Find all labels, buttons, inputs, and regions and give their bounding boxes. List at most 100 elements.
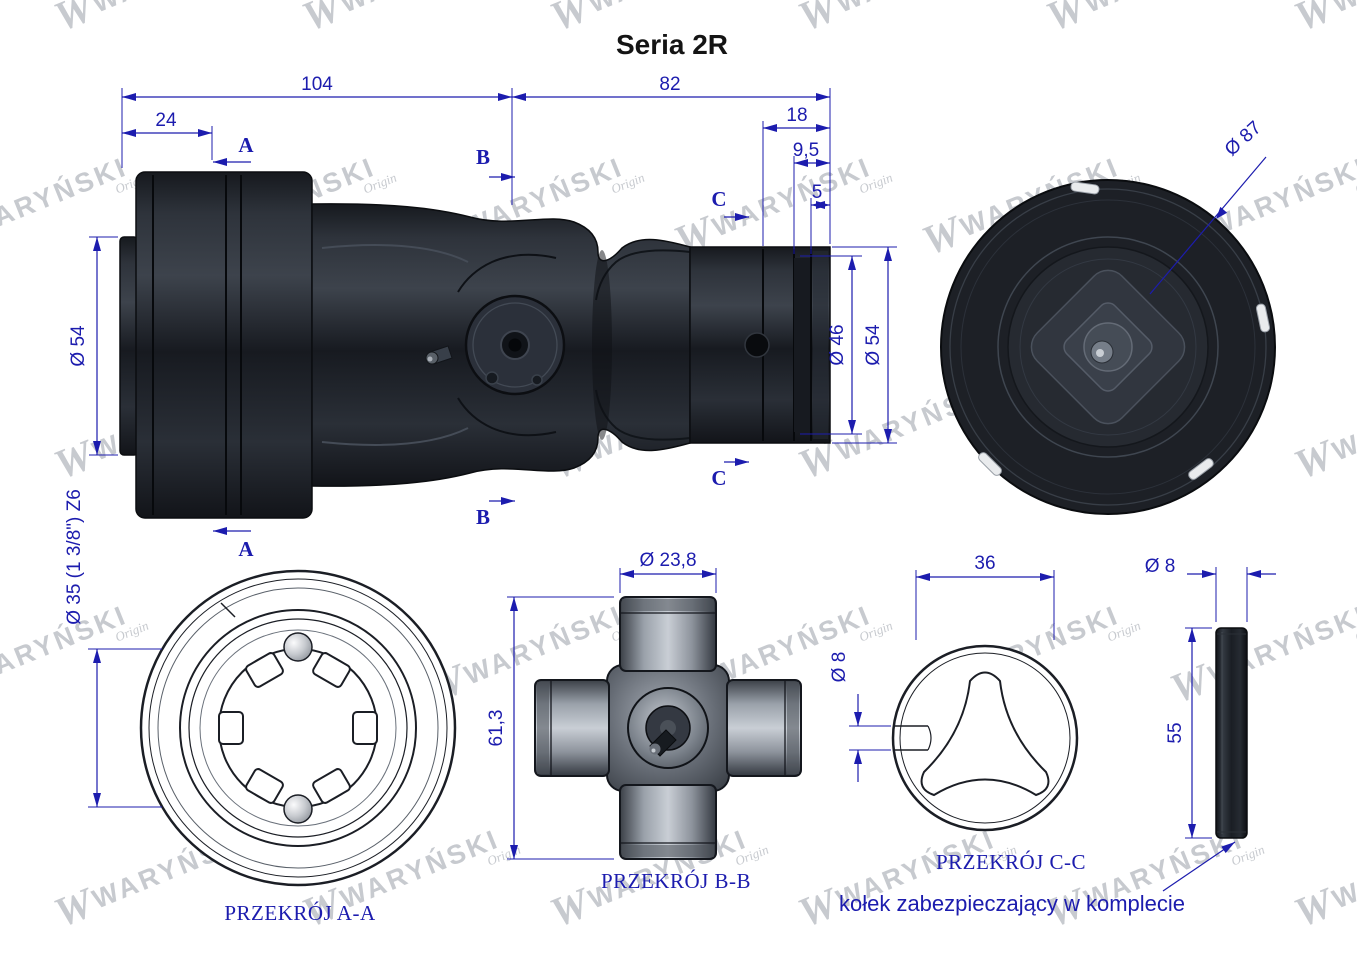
- watermark-text: WARYŃSKI: [832, 0, 1000, 19]
- dim-18: 18: [786, 105, 807, 126]
- pin-note: kołek zabezpieczający w komplecie: [839, 891, 1185, 916]
- dia87-leader: [1149, 156, 1267, 295]
- spline-tooth: [352, 711, 378, 745]
- dim-dia8-cc: Ø 8: [829, 652, 850, 683]
- dim-dia8-pin: Ø 8: [1145, 556, 1176, 577]
- spline-tooth: [312, 652, 351, 688]
- yoke-rib-bottom: [321, 427, 469, 446]
- dim-36: 36: [974, 553, 995, 574]
- watermark-text: Origin: [1353, 170, 1357, 197]
- grease-zerk-tip-front: [1096, 349, 1104, 357]
- dim-61-3: 61,3: [486, 710, 507, 747]
- side-view: [119, 171, 831, 519]
- yoke-arm-edge-bottom: [457, 397, 557, 437]
- tube-outer-ring: [899, 652, 1071, 824]
- front-view: [940, 179, 1276, 515]
- cup-cap-band: [537, 682, 549, 774]
- locking-ball-top: [283, 632, 313, 662]
- section-marker-a-top: A: [238, 133, 254, 157]
- dim-104: 104: [301, 74, 333, 95]
- hub-ring: [199, 629, 397, 827]
- collar-slot: [1188, 458, 1214, 480]
- dim-dia54-right: Ø 54: [863, 324, 884, 366]
- shade-ring: [157, 587, 439, 869]
- bearing-boss-ring: [472, 302, 558, 388]
- section-marker-a-bottom: A: [238, 537, 254, 561]
- grease-fitting-tip: [427, 356, 433, 362]
- tube-end-highlight: [813, 251, 828, 439]
- yoke-arm-edge-top: [457, 253, 557, 293]
- cup-cap-band: [787, 682, 799, 774]
- ring-gap: [220, 602, 236, 618]
- watermark-text: Origin: [1353, 618, 1357, 645]
- section-c-label: PRZEKRÓJ C-C: [936, 850, 1086, 874]
- qr-collar: [135, 171, 313, 519]
- bearing-cup-top: [619, 596, 717, 672]
- watermark-text: WARYŃSKI: [584, 0, 752, 19]
- section-marker-b-bottom: B: [476, 505, 490, 529]
- yoke-gap-shadow: [592, 250, 612, 440]
- race-ring: [179, 609, 417, 847]
- section-marker-c-top: C: [711, 187, 726, 211]
- dim-dia46: Ø 46: [827, 324, 848, 365]
- watermark-text: WARYŃSKI: [1080, 0, 1248, 19]
- spline-tooth: [245, 768, 284, 804]
- bearing-ring: [997, 236, 1219, 458]
- collar-slot: [1255, 303, 1271, 333]
- pin-note-leader: [1162, 841, 1236, 892]
- dim-9-5: 9,5: [793, 140, 819, 161]
- watermark-text: WARYŃSKI: [336, 0, 504, 19]
- bearing-cup-left: [534, 679, 610, 777]
- rim-ring: [949, 188, 1267, 506]
- push-pin-hole: [744, 332, 770, 358]
- section-b-view: [534, 596, 802, 860]
- dim-dia87: Ø 87: [1221, 117, 1266, 160]
- section-a-view: [139, 569, 457, 887]
- boss-hole-right: [531, 374, 543, 386]
- watermark-text: WARYŃSKI: [0, 151, 132, 243]
- grease-zerk-head: [649, 743, 661, 755]
- dim-5: 5: [812, 182, 823, 203]
- rim-ring-2: [960, 199, 1256, 495]
- cross-hole-end: [927, 725, 932, 751]
- watermark-text: WARYŃSKI: [708, 151, 876, 243]
- section-marker-b-top: B: [476, 145, 490, 169]
- spline-tooth: [312, 768, 351, 804]
- dim-82: 82: [659, 74, 680, 95]
- locking-ball-bottom: [283, 794, 313, 824]
- spline-tooth: [245, 652, 284, 688]
- bearing-cup-bottom: [619, 784, 717, 860]
- collar-slot: [1070, 181, 1100, 195]
- safety-pin: [1215, 627, 1248, 839]
- race-ring-2: [188, 618, 408, 838]
- watermark-text: WARYŃSKI: [460, 599, 628, 691]
- inner-ring: [1019, 258, 1197, 436]
- section-c-view: [891, 644, 1079, 832]
- dim-dia23-8: Ø 23,8: [639, 550, 696, 571]
- section-marker-c-bottom: C: [711, 466, 726, 490]
- lemon-bore-profile: [920, 671, 1050, 797]
- watermark-text: WARYŃSKI: [1328, 375, 1357, 467]
- dim-dia54-left: Ø 54: [68, 325, 89, 367]
- cup-cap-band: [622, 845, 714, 857]
- collar-slot: [978, 452, 1002, 476]
- boss-hole-left: [485, 371, 499, 385]
- cup-cap-band: [622, 599, 714, 611]
- yoke-rib-top: [321, 244, 469, 263]
- dim-55: 55: [1165, 722, 1186, 743]
- watermark-text: WARYŃSKI: [708, 599, 876, 691]
- section-a-label: PRZEKRÓJ A-A: [224, 901, 376, 925]
- dimensions-layer: 104 82 24 18 9,5 5 Ø 54 Ø 46 Ø 54 A A B …: [64, 74, 1276, 925]
- pin-view: [1215, 627, 1248, 839]
- dim-24: 24: [155, 110, 177, 131]
- spline-tooth: [218, 711, 244, 745]
- watermark-text: WARYŃSKI: [88, 0, 256, 19]
